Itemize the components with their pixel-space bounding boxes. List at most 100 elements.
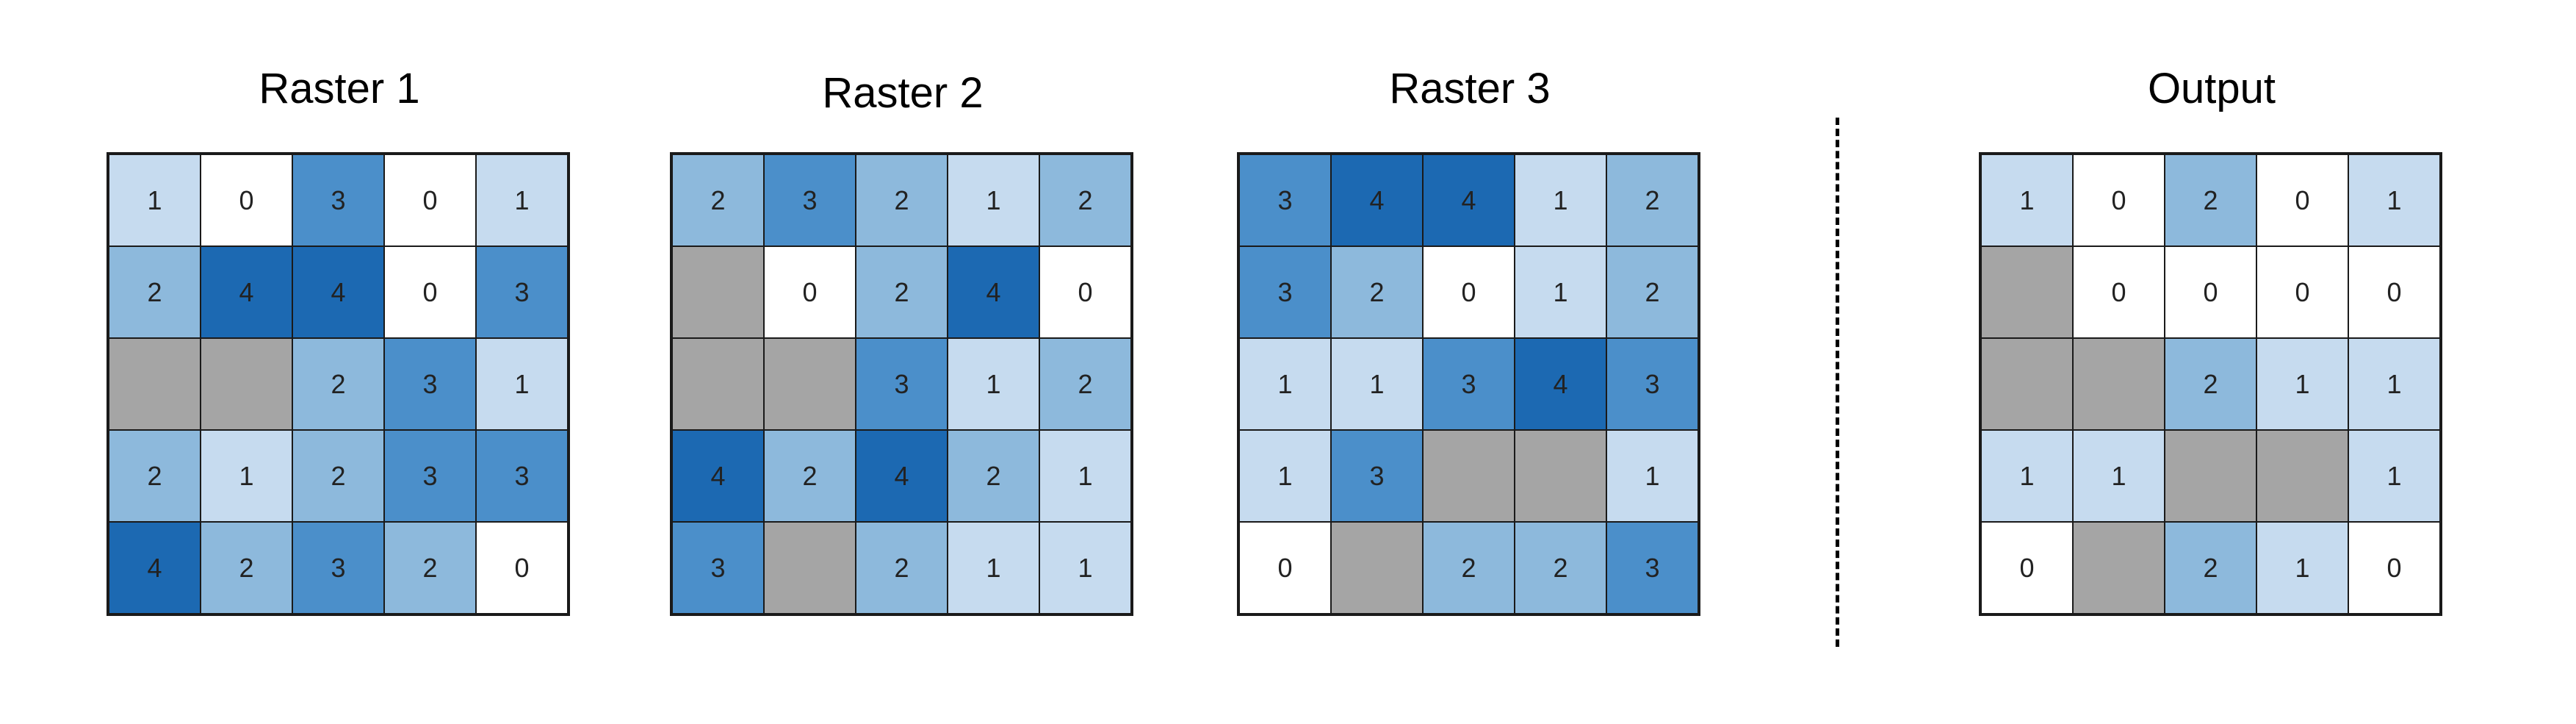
grid-cell: 1 (1239, 338, 1331, 430)
grid-cell: 2 (109, 246, 201, 338)
grid-cell: 1 (1331, 338, 1423, 430)
grid-cell: 1 (1515, 246, 1606, 338)
grid-cell: 3 (1606, 338, 1698, 430)
grid-cell: 4 (109, 522, 201, 614)
grid-cell: 1 (476, 154, 568, 246)
grid-cell-nodata (1423, 430, 1515, 522)
grid-cell: 2 (1039, 338, 1131, 430)
grid-cell: 0 (764, 246, 856, 338)
grid-cell: 2 (856, 522, 948, 614)
grid-cell-nodata (1981, 246, 2073, 338)
grid-cell: 3 (1239, 246, 1331, 338)
grid-cell: 2 (1423, 522, 1515, 614)
grid-cell-nodata (672, 246, 764, 338)
grid-cell: 2 (1606, 154, 1698, 246)
grid-cell: 1 (1981, 430, 2073, 522)
grid-cell: 0 (384, 246, 476, 338)
grid-cell: 3 (292, 522, 384, 614)
grid-cell: 3 (1239, 154, 1331, 246)
grid-cell: 0 (2073, 154, 2165, 246)
grid-cell: 4 (856, 430, 948, 522)
grid-cell: 2 (856, 246, 948, 338)
grid-cell-nodata (109, 338, 201, 430)
grid-cell: 1 (2348, 338, 2440, 430)
panel-title: Raster 1 (259, 65, 420, 112)
grid-cell: 3 (856, 338, 948, 430)
grid-cell: 2 (384, 522, 476, 614)
grid-cell: 1 (2073, 430, 2165, 522)
grid-cell: 2 (764, 430, 856, 522)
grid-cell: 4 (1423, 154, 1515, 246)
grid-cell: 2 (1606, 246, 1698, 338)
grid-cell: 1 (2348, 430, 2440, 522)
grid-cell: 2 (2165, 338, 2256, 430)
grid-cell: 3 (672, 522, 764, 614)
grid-cell: 2 (1515, 522, 1606, 614)
grid-cell: 1 (948, 522, 1039, 614)
grid-cell: 3 (476, 430, 568, 522)
grid-cell: 4 (292, 246, 384, 338)
grid-cell: 1 (201, 430, 292, 522)
grid-cell: 4 (201, 246, 292, 338)
grid-cell: 1 (948, 338, 1039, 430)
grid-cell: 2 (672, 154, 764, 246)
grid-cell: 2 (109, 430, 201, 522)
grid-cell: 2 (856, 154, 948, 246)
grid-cell: 1 (109, 154, 201, 246)
grid-cell: 4 (672, 430, 764, 522)
grid-cell: 2 (2165, 154, 2256, 246)
grid-cell-nodata (672, 338, 764, 430)
grid-cell: 2 (292, 338, 384, 430)
grid-cell: 0 (1039, 246, 1131, 338)
grid-cell: 0 (2348, 246, 2440, 338)
grid-cell: 3 (476, 246, 568, 338)
grid-cell-nodata (764, 338, 856, 430)
grid-cell: 2 (1039, 154, 1131, 246)
grid-cell-nodata (2256, 430, 2348, 522)
panel-divider (1836, 118, 1839, 647)
grid-cell: 3 (1331, 430, 1423, 522)
grid-cell-nodata (764, 522, 856, 614)
grid-cell: 2 (948, 430, 1039, 522)
grid-cell: 4 (1515, 338, 1606, 430)
grid-cell: 3 (384, 430, 476, 522)
grid-cell: 4 (948, 246, 1039, 338)
grid-cell: 0 (1239, 522, 1331, 614)
grid-cell: 0 (2165, 246, 2256, 338)
grid-cell: 1 (1981, 154, 2073, 246)
grid-cell-nodata (1515, 430, 1606, 522)
grid-cell: 3 (1423, 338, 1515, 430)
grid-cell: 0 (2073, 246, 2165, 338)
grid-cell: 0 (1981, 522, 2073, 614)
grid-cell: 3 (292, 154, 384, 246)
grid-cell: 4 (1331, 154, 1423, 246)
grid-cell-nodata (201, 338, 292, 430)
grid-cell-nodata (2165, 430, 2256, 522)
panel-title: Output (2147, 65, 2276, 112)
grid-cell: 3 (764, 154, 856, 246)
grid-cell: 0 (201, 154, 292, 246)
grid-cell: 0 (1423, 246, 1515, 338)
grid-cell: 2 (1331, 246, 1423, 338)
grid-cell: 1 (2256, 522, 2348, 614)
grid-cell: 0 (2256, 246, 2348, 338)
panel-title: Raster 3 (1389, 65, 1551, 112)
grid-cell-nodata (1981, 338, 2073, 430)
grid-cell-nodata (2073, 338, 2165, 430)
grid-cell: 1 (1239, 430, 1331, 522)
grid-cell: 2 (2165, 522, 2256, 614)
grid-cell: 0 (2348, 522, 2440, 614)
grid-cell-nodata (1331, 522, 1423, 614)
grid-cell: 3 (1606, 522, 1698, 614)
grid-cell-nodata (2073, 522, 2165, 614)
grid-cell: 0 (384, 154, 476, 246)
grid-cell: 0 (476, 522, 568, 614)
grid-cell: 1 (1039, 430, 1131, 522)
grid-cell: 1 (948, 154, 1039, 246)
grid-cell: 1 (2256, 338, 2348, 430)
grid-cell: 2 (201, 522, 292, 614)
